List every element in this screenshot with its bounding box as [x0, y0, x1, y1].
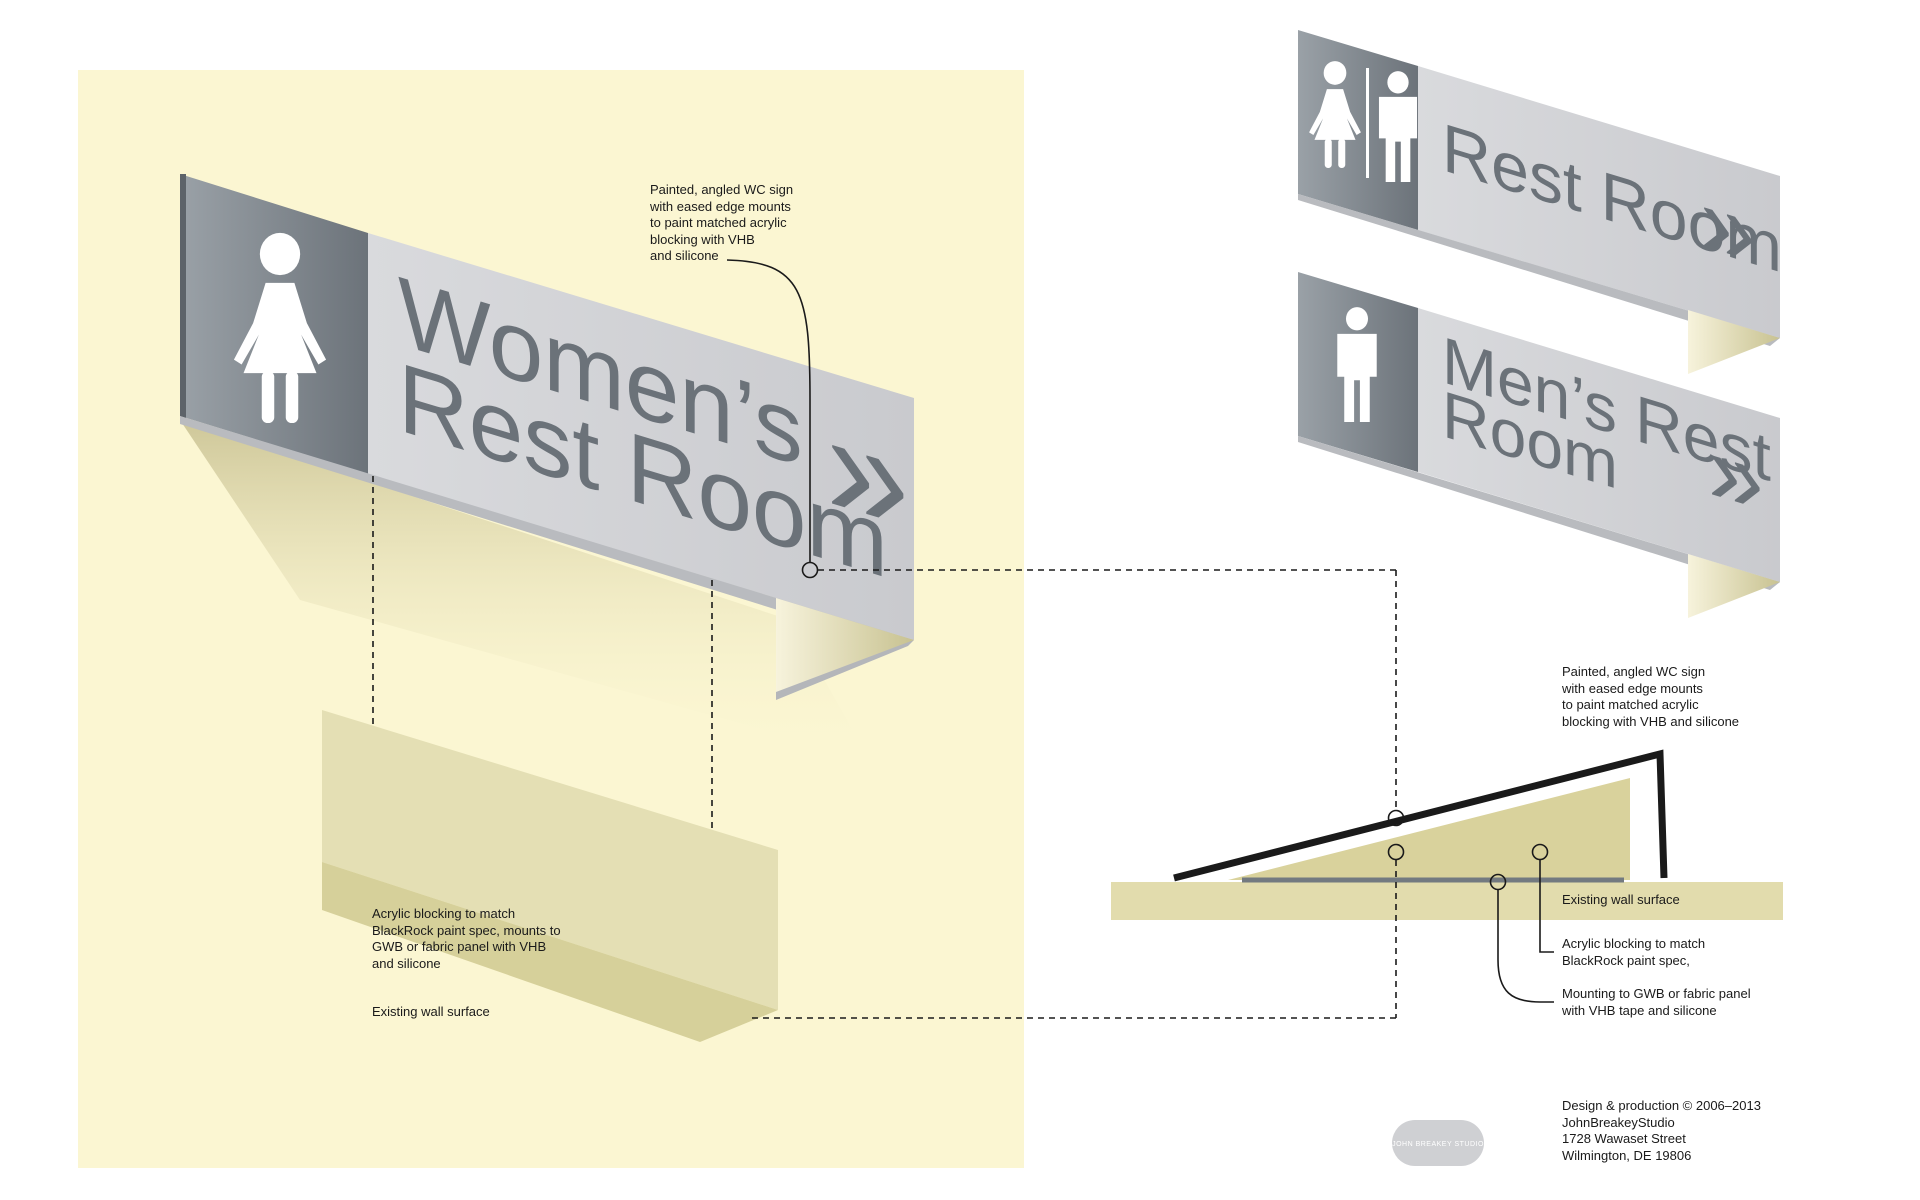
- callout-painted-sign-right: Painted, angled WC sign with eased edge …: [1562, 664, 1740, 729]
- dashed-lines: [372, 476, 1397, 1019]
- sign-profile: [1173, 749, 1668, 882]
- studio-logo-text: JOHN BREAKEY STUDIO: [1392, 1141, 1484, 1148]
- callout-acrylic-blocking-left: Acrylic blocking to match BlackRock pain…: [372, 906, 561, 971]
- leader-lines: [726, 259, 1554, 1003]
- callout-mounting-right: Mounting to GWB or fabric panel with VHB…: [1562, 986, 1751, 1018]
- chevron-right-icon: »: [1708, 409, 1764, 538]
- chevron-right-icon: »: [826, 376, 909, 569]
- callout-acrylic-blocking-right: Acrylic blocking to match BlackRock pain…: [1562, 936, 1706, 968]
- sign-shadow: [180, 420, 870, 760]
- divider: [1366, 68, 1369, 178]
- callout-existing-wall-right: Existing wall surface: [1562, 892, 1680, 907]
- acrylic-blocking-section: [1228, 778, 1630, 880]
- section-detail: [1111, 749, 1783, 920]
- callout-existing-wall-left: Existing wall surface: [372, 1004, 490, 1019]
- womens-rest-room-sign: Women’s Rest Room »: [180, 174, 914, 700]
- wall-surface: [1111, 882, 1783, 920]
- credits-text: Design & production © 2006–2013 JohnBrea…: [1562, 1098, 1761, 1163]
- acrylic-blocking: [322, 710, 778, 1042]
- studio-logo: JOHN BREAKEY STUDIO: [1392, 1120, 1484, 1166]
- chevron-right-icon: »: [1700, 161, 1756, 290]
- callout-painted-sign-left: Painted, angled WC sign with eased edge …: [650, 182, 794, 263]
